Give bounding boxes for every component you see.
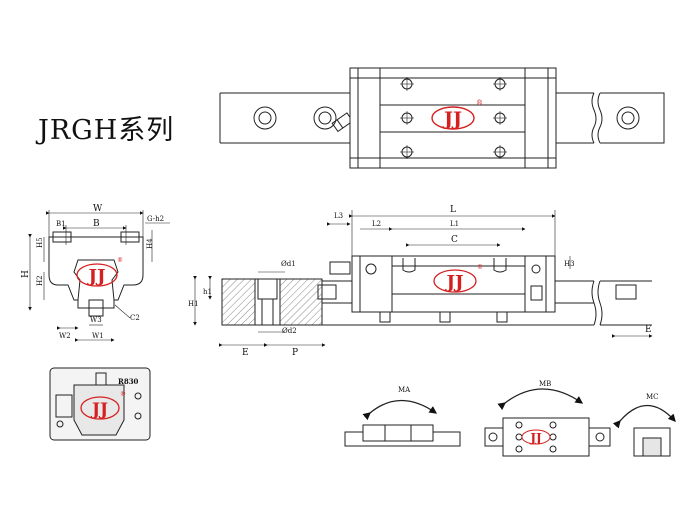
brand-logo-mb: JJ (521, 429, 551, 445)
front-view (28, 210, 170, 342)
svg-text:G-h2: G-h2 (147, 215, 164, 223)
svg-text:®: ® (477, 264, 483, 271)
svg-text:W: W (93, 204, 103, 214)
svg-text:L1: L1 (450, 220, 459, 228)
svg-text:h1: h1 (203, 288, 212, 296)
svg-text:L: L (450, 205, 456, 215)
svg-text:Ød2: Ød2 (282, 327, 297, 335)
moment-ma (344, 400, 461, 447)
svg-text:H: H (21, 270, 31, 278)
svg-text:®: ® (476, 99, 483, 107)
brand-logo-side: JJ ® (433, 264, 483, 293)
svg-text:B: B (93, 219, 100, 229)
series-title: JRGH系列 (38, 115, 175, 146)
rail-hole-1 (253, 106, 277, 130)
svg-text:®: ® (117, 257, 123, 264)
svg-text:W3: W3 (90, 316, 102, 324)
svg-text:E: E (645, 325, 652, 335)
brand-logo-end: JJ ® (80, 391, 126, 420)
moment-mc-label: MC (646, 393, 659, 401)
brand-logo-top: JJ ® (431, 99, 483, 130)
svg-text:H5: H5 (36, 237, 44, 248)
svg-text:Ød1: Ød1 (281, 260, 296, 268)
svg-text:C: C (451, 235, 458, 245)
svg-text:P: P (292, 348, 298, 358)
svg-text:®: ® (120, 391, 126, 398)
svg-text:H3: H3 (564, 260, 575, 268)
moment-ma-label: MA (398, 386, 411, 394)
svg-text:JJ: JJ (529, 431, 542, 445)
svg-text:JJ: JJ (86, 266, 105, 287)
moment-mb (484, 388, 611, 457)
moment-mc (612, 405, 676, 457)
svg-text:JJ: JJ (442, 108, 462, 130)
block-outline (349, 67, 557, 169)
svg-text:JJ: JJ (90, 400, 108, 420)
svg-text:H2: H2 (36, 275, 44, 286)
svg-text:C2: C2 (130, 314, 140, 322)
end-view (49, 367, 151, 441)
svg-text:H1: H1 (188, 300, 199, 308)
svg-text:W1: W1 (92, 332, 104, 340)
svg-text:L2: L2 (372, 220, 381, 228)
svg-text:E: E (242, 348, 249, 358)
svg-text:W2: W2 (59, 332, 71, 340)
top-view (219, 67, 665, 169)
end-view-tag: R830 (118, 377, 139, 386)
side-view (193, 210, 653, 347)
rail-top-right-a (556, 92, 594, 144)
svg-text:H4: H4 (146, 238, 154, 249)
svg-text:B1: B1 (56, 220, 66, 228)
rail-top-left (219, 92, 350, 144)
rail-hole-3 (616, 106, 640, 130)
rail-hole-2 (313, 106, 337, 130)
moment-mb-label: MB (539, 380, 551, 388)
brand-logo-front: JJ ® (76, 257, 123, 287)
svg-text:JJ: JJ (444, 272, 463, 293)
svg-text:L3: L3 (334, 212, 343, 220)
front-dim-labels: W B1 B G-h2 H H5 H4 H2 W3 W2 W1 C2 (21, 204, 164, 340)
side-dim-labels: L L3 L2 L1 C H3 Ød1 Ød2 h1 H1 E P E (188, 205, 652, 358)
